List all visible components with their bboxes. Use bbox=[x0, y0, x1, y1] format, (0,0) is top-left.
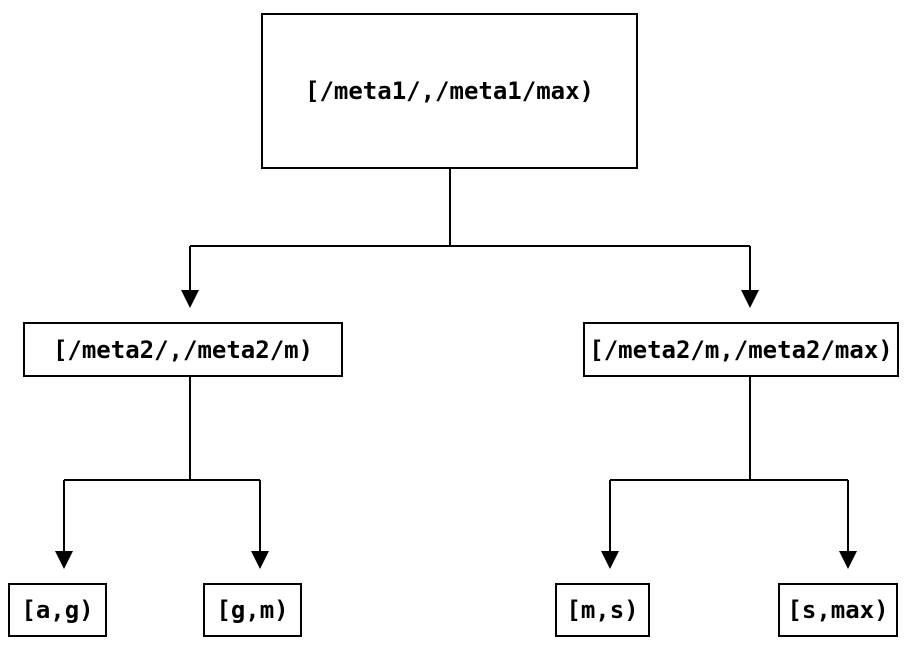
node-leaf-gm: [g,m) bbox=[203, 583, 302, 637]
node-label: [/meta2/,/meta2/m) bbox=[52, 335, 314, 364]
node-label: [/meta1/,/meta1/max) bbox=[305, 77, 594, 105]
node-leaf-ms: [m,s) bbox=[555, 583, 650, 637]
arrowhead-to-ms bbox=[601, 551, 619, 569]
node-label: [a,g) bbox=[21, 596, 94, 624]
arrowhead-to-smax bbox=[839, 551, 857, 569]
node-left-interval: [/meta2/,/meta2/m) bbox=[23, 322, 343, 377]
arrowhead-to-right bbox=[741, 290, 759, 308]
node-label: [s,max) bbox=[787, 596, 889, 624]
node-root-interval: [/meta1/,/meta1/max) bbox=[261, 13, 638, 169]
node-label: [/meta2/m,/meta2/max) bbox=[589, 335, 893, 364]
node-label: [g,m) bbox=[216, 596, 289, 624]
node-right-interval: [/meta2/m,/meta2/max) bbox=[583, 322, 899, 377]
node-label: [m,s) bbox=[566, 596, 639, 624]
arrowhead-to-ag bbox=[55, 551, 73, 569]
arrowhead-to-gm bbox=[251, 551, 269, 569]
arrowhead-to-left bbox=[181, 290, 199, 308]
node-leaf-smax: [s,max) bbox=[778, 583, 898, 637]
node-leaf-ag: [a,g) bbox=[8, 583, 107, 637]
